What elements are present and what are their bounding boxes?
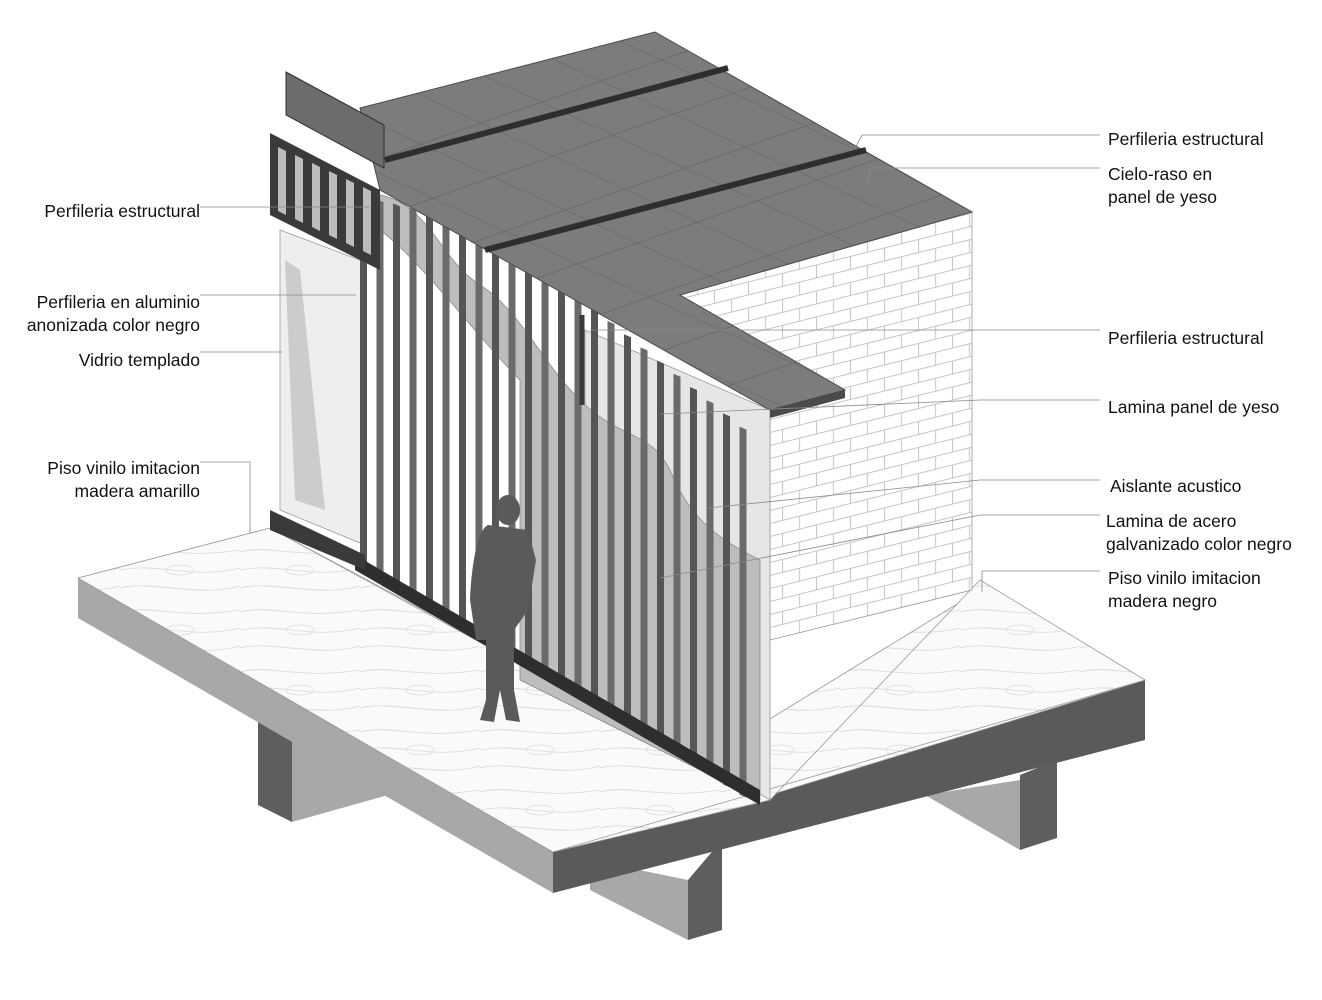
steel-slat [657, 360, 664, 747]
steel-slat [739, 426, 747, 798]
steel-slat [442, 216, 450, 614]
steel-slat [673, 373, 681, 757]
label-line: madera amarillo [74, 480, 200, 501]
steel-slat [475, 224, 483, 635]
steel-slat [624, 334, 631, 727]
glass-reflection [285, 260, 325, 510]
frame-slot [363, 187, 371, 255]
top-parapet [285, 71, 385, 169]
label-line: Perfileria estructural [1108, 129, 1264, 149]
label-piso-vinilo-amarillo: Piso vinilo imitacion madera amarillo [47, 457, 200, 502]
ceiling-edge-front [770, 390, 845, 418]
label-cielo-raso: Cielo-raso en panel de yeso [1108, 163, 1217, 208]
label-lamina-acero: Lamina de acero galvanizado color negro [1106, 510, 1292, 555]
frame-slots [278, 147, 371, 255]
label-line: Lamina de acero [1106, 511, 1237, 531]
leader-line [659, 399, 1100, 415]
frame-slot [278, 147, 286, 215]
leader-line [659, 514, 1100, 579]
steel-slat [409, 207, 417, 594]
label-line: Vidrio templado [78, 350, 200, 370]
label-line: Perfileria en aluminio [36, 292, 200, 312]
steel-slats [355, 195, 760, 805]
steel-slat [376, 199, 384, 574]
label-line: anonizada color negro [26, 314, 200, 335]
steel-slat [558, 281, 565, 686]
label-vidrio-templado: Vidrio templado [79, 349, 200, 372]
ceiling-joist-1 [384, 65, 729, 163]
steel-slat [360, 195, 367, 563]
person-silhouette [470, 495, 536, 722]
label-line: Perfileria estructural [1108, 328, 1264, 348]
floor-slab [76, 527, 1147, 893]
leader-line [854, 134, 1100, 149]
label-perfileria-estructural-top: Perfileria estructural [1108, 128, 1264, 151]
steel-slat [607, 321, 615, 716]
beam-center-side [590, 860, 688, 940]
label-line: galvanizado color negro [1106, 533, 1292, 554]
frame-slot [312, 163, 320, 231]
label-line: Piso vinilo imitacion [1108, 568, 1261, 588]
beam-center-front [688, 840, 722, 940]
label-line: madera negro [1108, 590, 1217, 611]
label-lamina-panel-yeso: Lamina panel de yeso [1108, 396, 1279, 419]
beam-left-side [258, 720, 292, 822]
label-piso-vinilo-negro: Piso vinilo imitacion madera negro [1108, 567, 1261, 612]
label-perfileria-aluminio: Perfileria en aluminio anonizada color n… [27, 291, 200, 336]
label-line: panel de yeso [1108, 186, 1217, 207]
label-line: Perfileria estructural [44, 201, 200, 221]
steel-slat [393, 203, 400, 584]
leader-line [981, 570, 1100, 592]
acoustic-insulation [379, 194, 761, 801]
slat-base-rail [355, 555, 760, 805]
steel-slat [591, 307, 598, 706]
frame-slot [295, 155, 303, 223]
floor-surface-right [552, 579, 1146, 853]
label-line: Piso vinilo imitacion [47, 458, 200, 478]
steel-slat [541, 268, 549, 676]
ceiling-joist-2 [484, 147, 867, 253]
label-line: Cielo-raso en [1108, 164, 1213, 184]
label-line: Aislante acustico [1110, 476, 1242, 496]
leader-line [200, 461, 251, 533]
frame-slot [329, 171, 337, 239]
ceiling [270, 31, 974, 418]
label-aislante-acustico: Aislante acustico [1110, 475, 1241, 498]
bottom-rail [270, 510, 365, 570]
label-line: Lamina panel de yeso [1108, 397, 1280, 417]
steel-slat [459, 220, 466, 625]
steel-slat [706, 400, 714, 778]
leader-line [707, 479, 1100, 509]
slab-left-edge [78, 578, 553, 893]
steel-slat [723, 413, 730, 788]
leader-lines [200, 134, 1100, 592]
frame-slot [346, 179, 354, 247]
steel-slat [690, 387, 697, 767]
beam-right-front [1020, 760, 1057, 850]
leader-line [867, 167, 1100, 186]
beam-right-side [925, 780, 1020, 850]
label-perfileria-estructural-mid: Perfileria estructural [1108, 327, 1264, 350]
label-perfileria-estructural-left: Perfileria estructural [44, 200, 200, 223]
steel-slat [640, 347, 648, 737]
slab-front-edge [553, 680, 1145, 893]
steel-slat [426, 211, 433, 604]
